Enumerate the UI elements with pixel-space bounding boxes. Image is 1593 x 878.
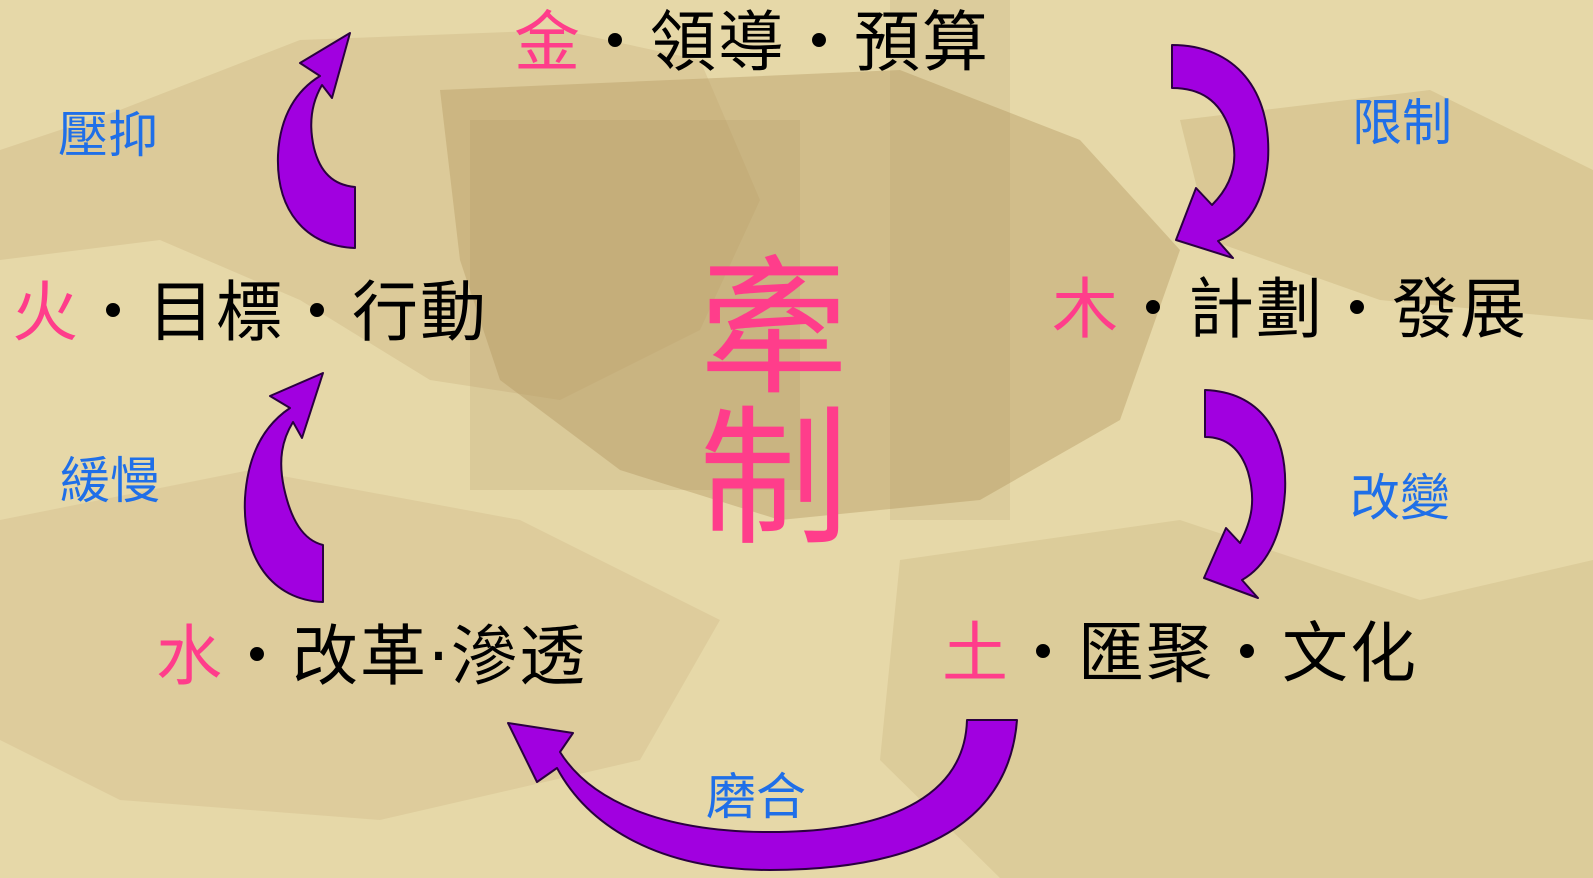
relation-earth-water: 磨合 <box>706 768 806 826</box>
node-wood: 木・計劃・發展 <box>1052 277 1528 343</box>
arrow-earth-to-water <box>507 719 1018 871</box>
node-fire-text: ・目標・行動 <box>80 274 488 351</box>
relation-water-fire: 緩慢 <box>60 452 160 510</box>
element-wood: 木 <box>1052 271 1120 348</box>
relation-metal-wood: 限制 <box>1352 94 1452 152</box>
element-metal: 金 <box>514 4 582 81</box>
node-wood-text: ・計劃・發展 <box>1120 271 1528 348</box>
relation-fire-metal: 壓抑 <box>58 106 158 164</box>
center-label-line1: 牽 <box>698 243 849 417</box>
arrow-water-to-fire <box>243 372 324 603</box>
center-label-line2: 制 <box>698 393 849 567</box>
node-earth-text: ・匯聚・文化 <box>1010 615 1418 692</box>
node-water-text: ・改革·滲透 <box>224 618 587 695</box>
relation-wood-earth: 改變 <box>1350 469 1450 527</box>
arrow-metal-to-wood <box>1171 44 1270 259</box>
node-fire: 火・目標・行動 <box>12 280 488 346</box>
node-metal: 金・領導・預算 <box>514 10 990 76</box>
node-metal-text: ・領導・預算 <box>582 4 990 81</box>
node-earth: 土・匯聚・文化 <box>942 621 1418 687</box>
element-water: 水 <box>156 618 224 695</box>
element-earth: 土 <box>942 615 1010 692</box>
arrow-fire-to-metal <box>276 32 356 249</box>
arrow-wood-to-earth <box>1203 389 1287 599</box>
center-label: 牽 制 <box>694 255 854 555</box>
node-water: 水・改革·滲透 <box>156 624 587 690</box>
element-fire: 火 <box>12 274 80 351</box>
